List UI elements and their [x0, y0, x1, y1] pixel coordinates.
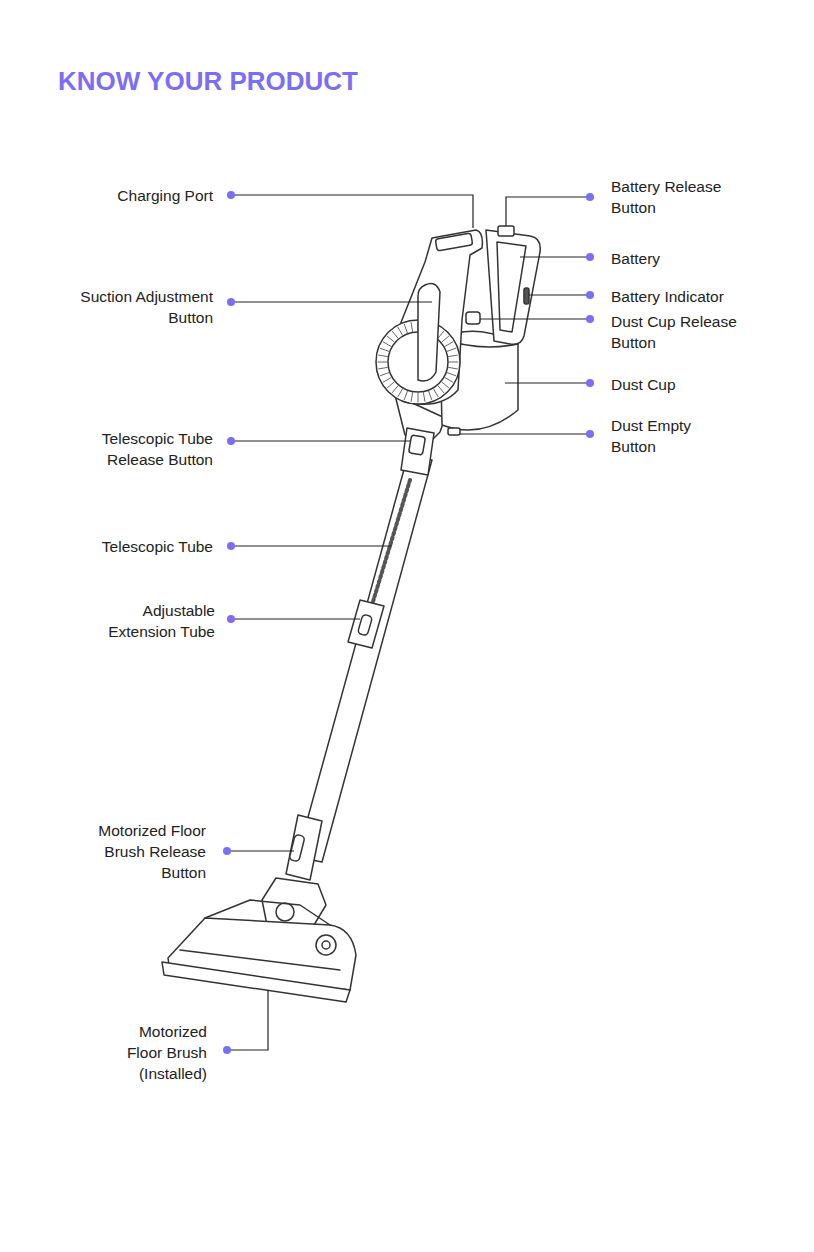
- extension-collar: [348, 600, 384, 648]
- part-label: Battery Release Button: [611, 176, 741, 218]
- motor-fin: [383, 378, 391, 383]
- motor-fin: [438, 386, 444, 393]
- brush-edge: [180, 950, 340, 970]
- part-label: Charging Port: [13, 185, 213, 206]
- motor-fin: [387, 382, 394, 388]
- tube-release-button: [409, 435, 426, 455]
- part-label: Motorized Floor Brush Release Button: [84, 820, 206, 883]
- tube-coupler: [401, 428, 434, 475]
- part-label: Motorized Floor Brush (Installed): [115, 1021, 207, 1084]
- telescopic-tube: [297, 455, 432, 862]
- motor-fin: [442, 336, 449, 342]
- motor-fin: [398, 389, 403, 397]
- battery-indicator: [524, 288, 529, 304]
- page-title: KNOW YOUR PRODUCT: [58, 66, 358, 97]
- part-label: Battery Indicator: [611, 286, 801, 307]
- part-label: Adjustable Extension Tube: [85, 600, 215, 642]
- motor-fin: [380, 348, 389, 351]
- motor-fin: [447, 373, 456, 376]
- part-label: Dust Cup Release Button: [611, 311, 756, 353]
- motor-fin: [445, 342, 453, 347]
- motor-fin: [449, 355, 458, 357]
- motor-fin: [380, 373, 389, 376]
- motor-fin: [392, 386, 398, 393]
- motor-fin: [445, 378, 453, 383]
- dust-cup-release-button: [466, 312, 480, 324]
- part-label: Dust Empty Button: [611, 415, 711, 457]
- charging-port: [435, 233, 473, 251]
- part-label: Dust Cup: [611, 374, 791, 395]
- motor-fin: [379, 367, 388, 369]
- motor-fin: [447, 348, 456, 351]
- motor-fin: [449, 362, 458, 363]
- motor-fin: [404, 391, 407, 400]
- motor-fin: [449, 367, 458, 369]
- brush-wheel: [316, 935, 336, 955]
- motor-fin: [411, 393, 413, 402]
- motor-fin: [411, 323, 413, 332]
- motor-fin: [387, 336, 394, 342]
- brush-release-button: [289, 834, 305, 862]
- extension-button: [357, 614, 372, 636]
- brush-wheel-hub: [322, 941, 330, 949]
- motor-fin: [404, 324, 407, 333]
- part-label: Suction Adjustment Button: [58, 286, 213, 328]
- suction-button: [418, 284, 440, 381]
- floor-brush-top: [205, 900, 330, 925]
- motor-fin: [429, 391, 432, 400]
- battery-release-button: [498, 226, 514, 236]
- motor-fin: [392, 331, 398, 338]
- leader-dots: [223, 191, 594, 1054]
- part-label: Telescopic Tube Release Button: [83, 428, 213, 470]
- brush-release-collar: [286, 815, 322, 880]
- part-label: Telescopic Tube: [13, 536, 213, 557]
- part-label: Battery: [611, 248, 791, 269]
- battery: [486, 230, 540, 344]
- tube-inner-rail: [372, 480, 410, 605]
- leader-lines: [227, 195, 590, 1050]
- motor-fin: [442, 382, 449, 388]
- motor-fin: [378, 362, 387, 363]
- motor-fin: [418, 393, 419, 402]
- motor-fin: [398, 327, 403, 335]
- motor-fin: [434, 389, 439, 397]
- motor-fin: [438, 331, 444, 338]
- dust-empty-button: [448, 428, 460, 435]
- motor-fin: [383, 342, 391, 347]
- joint-pivot: [276, 903, 294, 921]
- motor-fin: [379, 355, 388, 357]
- motor-fin: [423, 393, 425, 402]
